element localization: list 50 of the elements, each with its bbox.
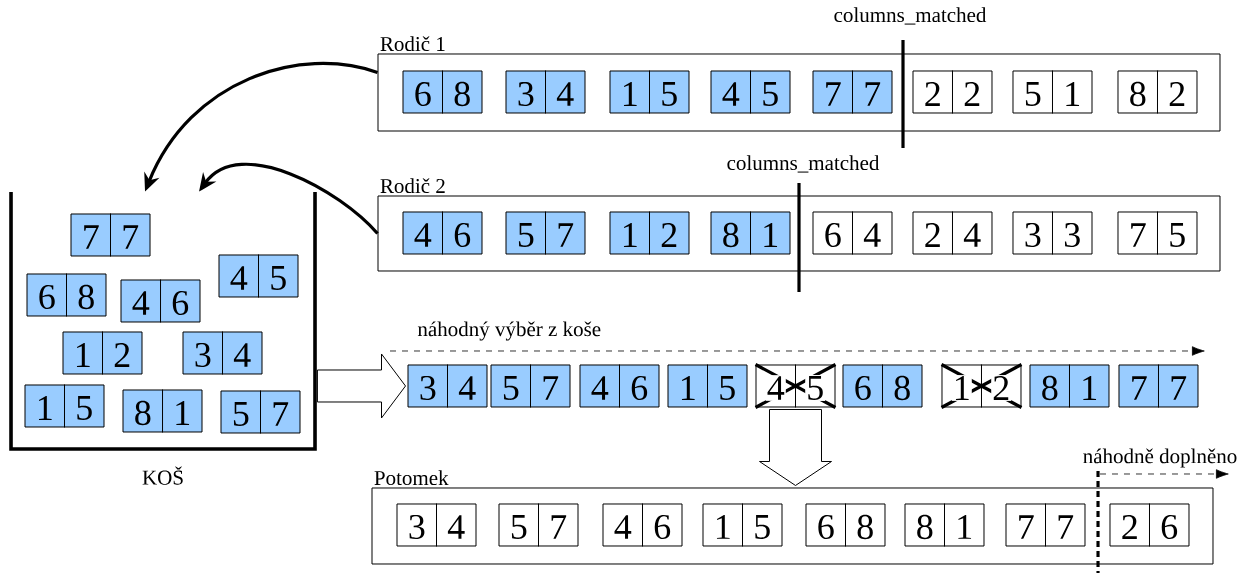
- number-pair: 4 5: [218, 254, 299, 298]
- number-pair: 6 4: [812, 211, 893, 255]
- number-pair: 6 8: [26, 273, 107, 317]
- number-pair: 4 6: [602, 503, 683, 547]
- number-pair: 1 2: [62, 331, 143, 375]
- block-arrow: [759, 409, 832, 486]
- number-pair: 1 5: [667, 364, 748, 408]
- node-label: Potomek: [374, 470, 449, 486]
- number-pair: 8 2: [1117, 70, 1198, 114]
- number-pair: 4 5: [710, 70, 791, 114]
- number-pair: 7 7: [1005, 503, 1086, 547]
- node-label: Rodič 2: [380, 178, 445, 194]
- number-pair: 3 3: [1012, 211, 1093, 255]
- number-pair: 2 4: [912, 211, 993, 255]
- number-pair: 7 7: [1118, 364, 1199, 408]
- number-pair: 6 8: [842, 364, 923, 408]
- number-pair: 3 4: [182, 331, 263, 375]
- number-pair: 5 1: [1012, 70, 1093, 114]
- number-pair: 7 7: [812, 70, 893, 114]
- node-label: Rodič 1: [380, 36, 445, 52]
- number-pair: 8 1: [1029, 364, 1110, 408]
- number-pair: 8 1: [122, 389, 203, 433]
- number-pair: 7 7: [70, 213, 151, 257]
- number-pair: 4 6: [579, 364, 660, 408]
- number-pair: 8 1: [710, 211, 791, 255]
- number-pair: 4 6: [120, 279, 201, 323]
- number-pair: 3 4: [505, 70, 586, 114]
- number-pair: 2 6: [1109, 503, 1190, 547]
- arrow: [199, 162, 379, 235]
- block-arrow: [316, 353, 406, 419]
- number-pair: 1 5: [24, 384, 105, 428]
- annotation: columns_matched: [727, 155, 880, 173]
- number-pair: 1 5: [609, 70, 690, 114]
- number-pair: 6 8: [402, 70, 483, 114]
- number-pair: 5 7: [490, 364, 571, 408]
- annotation: columns_matched: [834, 7, 987, 25]
- number-pair: 3 4: [396, 503, 477, 547]
- number-pair: 6 8: [805, 503, 886, 547]
- number-pair: 8 1: [904, 503, 985, 547]
- number-pair: 5 7: [505, 211, 586, 255]
- number-pair: 2 2: [912, 70, 993, 114]
- number-pair: 7 5: [1117, 211, 1198, 255]
- number-pair: 5 7: [220, 390, 301, 434]
- number-pair: 5 7: [498, 503, 579, 547]
- number-pair: 3 4: [407, 364, 488, 408]
- number-pair: 1 2: [609, 211, 690, 255]
- annotation: náhodně doplněno: [1083, 448, 1237, 468]
- annotation: náhodný výběr z koše: [417, 321, 601, 341]
- number-pair: 1 5: [702, 503, 783, 547]
- number-pair: 4 6: [402, 211, 483, 255]
